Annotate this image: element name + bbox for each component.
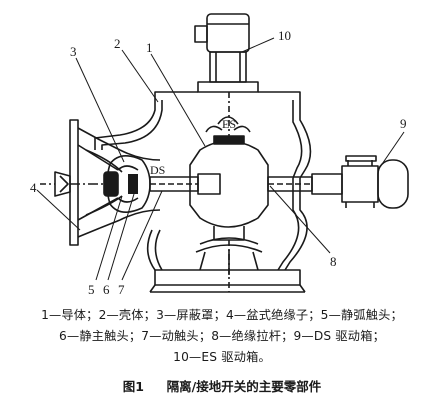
insulating-pull-rod bbox=[267, 173, 343, 195]
conductor-left bbox=[40, 171, 104, 197]
callout-7: 7 bbox=[118, 282, 125, 297]
ds-drive-box bbox=[341, 155, 409, 209]
callout-8: 8 bbox=[330, 254, 337, 269]
callout-10: 10 bbox=[278, 28, 291, 43]
callout-9: 9 bbox=[400, 116, 407, 131]
callout-1: 1 bbox=[146, 40, 153, 55]
figure-number: 图1 bbox=[122, 379, 144, 394]
figure-title: 隔离/接地开关的主要零部件 bbox=[166, 379, 322, 394]
center-conductor bbox=[189, 92, 269, 292]
callout-2: 2 bbox=[114, 36, 121, 51]
callout-numbers: 1 2 3 4 5 6 7 8 9 10 ES DS bbox=[30, 28, 407, 297]
legend-line-1: 1—导体；2—壳体；3—屏蔽罩；4—盆式绝缘子；5—静弧触头； bbox=[41, 308, 403, 322]
basin-insulator bbox=[69, 119, 161, 246]
ds-label: DS bbox=[150, 163, 165, 177]
figure-caption: 图1 隔离/接地开关的主要零部件 bbox=[0, 376, 444, 395]
shield-cover bbox=[103, 155, 151, 213]
callout-4: 4 bbox=[30, 180, 37, 195]
callout-3: 3 bbox=[70, 44, 77, 59]
legend-line-3: 10—ES 驱动箱。 bbox=[173, 350, 271, 364]
legend-line-2: 6—静主触头；7—动触头；8—绝缘拉杆；9—DS 驱动箱； bbox=[59, 329, 385, 343]
callout-6: 6 bbox=[103, 282, 110, 297]
leader-lines bbox=[36, 37, 405, 281]
es-drive-box bbox=[194, 13, 259, 93]
moving-contact-rod bbox=[149, 173, 221, 195]
switch-cross-section-drawing: 1 2 3 4 5 6 7 8 9 10 ES DS bbox=[30, 13, 409, 297]
es-label: ES bbox=[222, 117, 236, 131]
callout-5: 5 bbox=[88, 282, 95, 297]
